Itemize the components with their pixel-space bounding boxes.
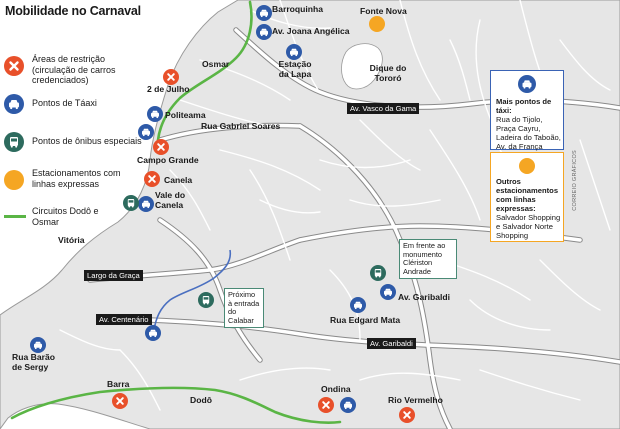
x-icon	[4, 56, 24, 76]
info-taxi-box: Mais pontos de táxi: Rua do Tijolo, Praç…	[490, 70, 564, 151]
place-campo-grande: Campo Grande	[137, 155, 199, 165]
legend-item-restriction: Áreas de restrição (circulação de carros…	[4, 54, 146, 85]
info-parking-box: Outros estacionamentos com linhas expres…	[490, 152, 564, 242]
place-ondina: Ondina	[321, 384, 351, 394]
place-barroquinha: Barroquinha	[272, 4, 324, 14]
legend-text: Áreas de restrição (circulação de carros…	[32, 54, 116, 85]
place-fonte-nova: Fonte Nova	[360, 6, 407, 16]
street-label-largo-da-graca: Largo da Graça	[84, 270, 143, 281]
taxi-icon	[350, 297, 366, 313]
info-taxi-line: Ladeira do Taboão,	[496, 133, 561, 142]
place-osmar: Osmar	[202, 59, 230, 69]
circuit-osmar	[156, 0, 253, 142]
legend-item-parking: Estacionamentos com linhas expressas	[4, 168, 146, 194]
parking-dot-icon	[369, 16, 385, 32]
place-dodo: Dodô	[190, 395, 212, 405]
bus-icon	[370, 265, 386, 281]
info-taxi-line: Rua do Tijolo,	[496, 115, 543, 124]
legend-item-circuit: Circuitos Dodô e Osmar	[4, 206, 146, 232]
place-dique-do-tororo: Dique do Tororó	[369, 63, 407, 83]
place-canela: Canela	[164, 175, 193, 185]
x-icon	[112, 393, 128, 409]
place-vale-do-canela: Vale do Canela	[155, 190, 186, 210]
dique-lake	[341, 43, 383, 90]
taxi-icon	[380, 284, 396, 300]
bus-icon	[123, 195, 139, 211]
taxi-icon	[256, 24, 272, 40]
legend-text: Circuitos Dodô e Osmar	[32, 206, 99, 227]
legend-text: Estacionamentos com linhas expressas	[32, 168, 121, 189]
taxi-icon	[147, 106, 163, 122]
taxi-icon	[286, 44, 302, 60]
green-line-icon	[4, 215, 26, 218]
place-rio-vermelho: Rio Vermelho	[388, 395, 443, 405]
callout-cleriston: Em frente ao monumento Clériston Andrade	[399, 239, 457, 280]
callout-calabar: Próximo à entrada do Calabar	[224, 288, 264, 329]
x-icon	[163, 69, 179, 85]
taxi-icon	[138, 124, 154, 140]
taxi-icon	[30, 337, 46, 353]
place-estacao-da-lapa: Estação da Lapa	[278, 59, 312, 79]
legend-text: Pontos de ônibus especiais	[32, 136, 142, 146]
parking-dot-icon	[519, 158, 535, 174]
circuit-lines	[10, 0, 342, 424]
bus-icon	[198, 292, 214, 308]
taxi-icon	[340, 397, 356, 413]
street-label-vasco-da-gama: Av. Vasco da Gama	[347, 103, 420, 114]
place-dois-de-julho: 2 de Julho	[147, 84, 190, 94]
street-label-gabriel-soares: Rua Gabriel Soares	[201, 121, 281, 131]
taxi-icon	[145, 325, 161, 341]
map-title: Mobilidade no Carnaval	[5, 4, 141, 18]
street-label-centenario: Av. Centenário	[96, 314, 152, 325]
info-parking-text: Salvador Shopping e Salvador Norte Shopp…	[496, 213, 561, 240]
info-parking-title: Outros estacionamentos com linhas expres…	[496, 177, 559, 213]
street-label-garibaldi: Av. Garibaldi	[367, 338, 416, 349]
x-icon	[399, 407, 415, 423]
legend: Áreas de restrição (circulação de carros…	[4, 54, 146, 244]
taxi-icon	[4, 94, 24, 114]
legend-item-bus: Pontos de ônibus especiais	[4, 130, 146, 156]
legend-item-taxi: Pontos de Táaxi	[4, 92, 146, 118]
place-edgard-mata: Rua Edgard Mata	[330, 315, 401, 325]
taxi-icon	[518, 75, 536, 93]
circuit-dodo	[10, 386, 342, 424]
place-vitoria: Vitória	[58, 235, 85, 245]
x-icon	[144, 171, 160, 187]
info-taxi-title: Mais pontos de táxi:	[496, 97, 552, 115]
x-icon	[318, 397, 334, 413]
info-taxi-line: Praça Cayru,	[496, 124, 541, 133]
place-barra: Barra	[107, 379, 130, 389]
legend-text: Pontos de Táaxi	[32, 98, 97, 108]
x-icon	[153, 139, 169, 155]
blue-route	[153, 249, 232, 331]
bus-icon	[4, 132, 24, 152]
taxi-icon	[138, 196, 154, 212]
parking-dot-icon	[4, 170, 24, 190]
info-taxi-line: Av. da França	[496, 142, 543, 151]
place-politeama: Politeama	[165, 110, 206, 120]
place-av-garibaldi: Av. Garibaldi	[398, 292, 451, 302]
credit-text: CORREIO GRÁFICOS	[572, 150, 578, 211]
taxi-icon	[256, 5, 272, 21]
place-joana-angelica: Av. Joana Angélica	[272, 26, 350, 36]
place-barao-de-sergy: Rua Barão de Sergy	[12, 352, 55, 372]
